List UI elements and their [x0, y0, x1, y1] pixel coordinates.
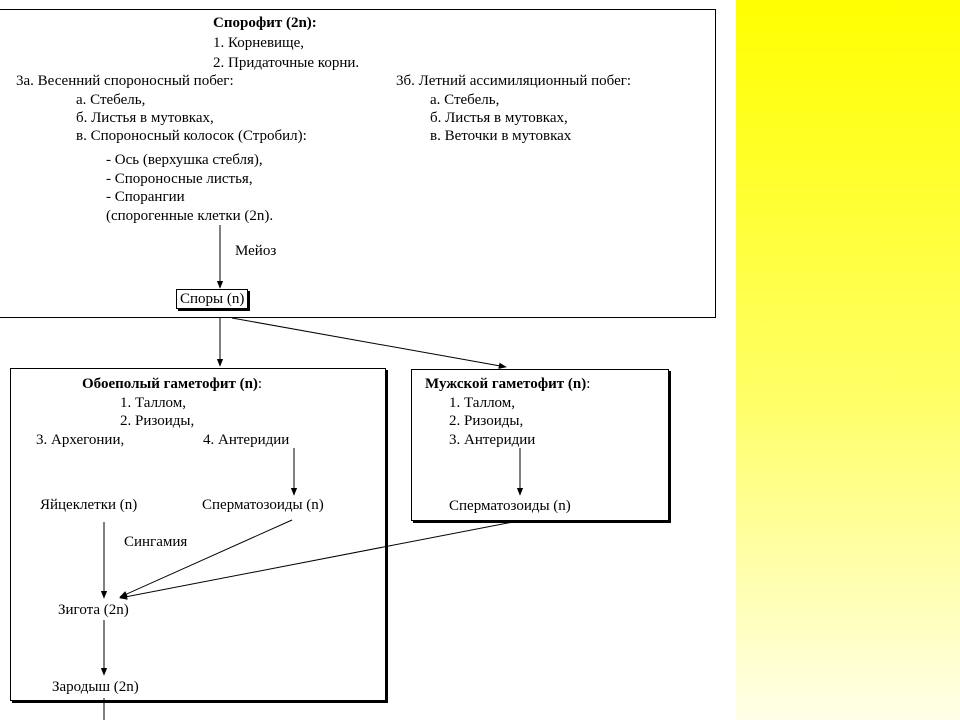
zygote-label: Зигота (2n)	[58, 602, 129, 618]
embryo-label: Зародыш (2n)	[52, 679, 139, 695]
male-item-thallus: 1. Таллом,	[449, 395, 516, 411]
yellow-side-panel	[736, 0, 960, 720]
summer-shoot-item-a: а. Стебель,	[430, 92, 500, 108]
eggs-label: Яйцеклетки (n)	[40, 497, 138, 513]
spring-shoot-item-b: б. Листья в мутовках,	[76, 110, 214, 126]
spores-box: Споры (n)	[176, 289, 249, 309]
bisexual-gametophyte-title: Обоеполый гаметофит (n):	[82, 375, 262, 393]
sporophyte-item-rhizome: 1. Корневище,	[213, 35, 305, 51]
bisexual-item-antheridia: 4. Антеридии	[203, 432, 290, 448]
sporophyte-box	[0, 9, 716, 318]
spores-to-male-arrow	[231, 317, 507, 369]
bisexual-sperm-label: Сперматозоиды (n)	[202, 497, 324, 513]
bisexual-gametophyte-title-colon: :	[257, 376, 263, 392]
spring-shoot-item-a: а. Стебель,	[76, 92, 146, 108]
strobilus-axis: - Ось (верхушка стебля),	[106, 152, 263, 168]
meiosis-label: Мейоз	[235, 243, 277, 259]
syngamy-label: Сингамия	[124, 534, 188, 550]
male-gametophyte-title: Мужской гаметофит (n):	[425, 375, 590, 393]
male-item-rhizoids: 2. Ризоиды,	[449, 413, 524, 429]
sporophyte-title: Спорофит (2n):	[213, 15, 317, 31]
male-gametophyte-box	[411, 369, 669, 521]
sporophyte-item-roots: 2. Придаточные корни.	[213, 55, 360, 71]
spring-shoot-title: 3а. Весенний спороносный побег:	[16, 73, 234, 89]
summer-shoot-title: 3б. Летний ассимиляционный побег:	[396, 73, 632, 89]
summer-shoot-item-b: б. Листья в мутовках,	[430, 110, 568, 126]
bisexual-gametophyte-title-bold: Обоеполый гаметофит (n)	[82, 376, 258, 392]
male-gametophyte-title-bold: Мужской гаметофит (n)	[425, 376, 587, 392]
spring-shoot-item-c: в. Спороносный колосок (Стробил):	[76, 128, 307, 144]
male-item-antheridia: 3. Антеридии	[449, 432, 536, 448]
bisexual-gametophyte-box	[10, 368, 386, 701]
strobilus-sporangia: - Спорангии	[106, 189, 185, 205]
bisexual-item-thallus: 1. Таллом,	[120, 395, 187, 411]
summer-shoot-item-c: в. Веточки в мутовках	[430, 128, 572, 144]
male-gametophyte-title-colon: :	[586, 376, 591, 392]
strobilus-sporophylls: - Спороносные листья,	[106, 171, 253, 187]
bisexual-item-archegonia: 3. Архегонии,	[36, 432, 125, 448]
bisexual-item-rhizoids: 2. Ризоиды,	[120, 413, 195, 429]
male-sperm-label: Сперматозоиды (n)	[449, 498, 571, 514]
strobilus-sporogenous-cells: (спорогенные клетки (2n).	[106, 208, 274, 224]
